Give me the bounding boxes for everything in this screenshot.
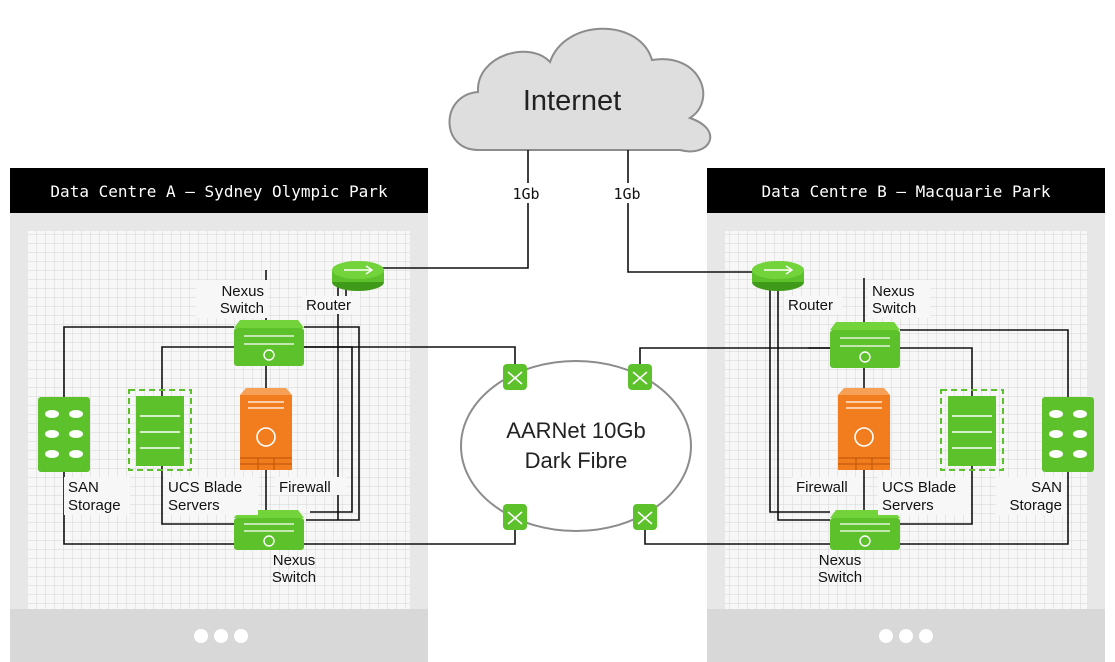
link-speed-left: 1Gb <box>512 185 539 203</box>
switch-icon <box>234 320 304 366</box>
san-a-label-2: Storage <box>68 497 121 514</box>
fibre-node-icon <box>633 504 657 530</box>
san-b-label-2: Storage <box>1009 497 1062 514</box>
panel-b-title: Data Centre B – Macquarie Park <box>762 182 1051 201</box>
fibre-node-icon <box>503 364 527 390</box>
nexus-top-a-label-2: Switch <box>220 300 264 317</box>
fibre-node-icon <box>503 504 527 530</box>
switch-icon <box>830 322 900 368</box>
switch-icon <box>830 510 900 550</box>
nexus-bottom-b-label-1: Nexus <box>819 552 862 569</box>
san-b-label-1: SAN <box>1031 479 1062 496</box>
cloud-icon <box>448 27 712 153</box>
nexus-bottom-b-label-2: Switch <box>818 569 862 586</box>
dc-b-wires <box>639 278 1069 545</box>
san-a-label-1: SAN <box>68 479 99 496</box>
router-a-label: Router <box>306 297 351 314</box>
internet-cloud: Internet <box>448 27 712 153</box>
storage-icon <box>38 397 90 472</box>
firewall-icon <box>240 388 292 470</box>
dark-fibre-ring: AARNet 10Gb Dark Fibre <box>460 360 692 532</box>
fibre-label-line2: Dark Fibre <box>525 448 628 473</box>
router-icon <box>332 261 384 291</box>
server-icon <box>940 389 1004 471</box>
fibre-label-line1: AARNet 10Gb <box>506 418 645 443</box>
fibre-node-icon <box>628 364 652 390</box>
nexus-top-b-label-1: Nexus <box>872 283 915 300</box>
internet-label: Internet <box>523 85 621 117</box>
router-icon <box>752 261 804 291</box>
nexus-bottom-a-label-2: Switch <box>272 569 316 586</box>
panel-a-dots <box>194 629 248 643</box>
panel-a-header <box>10 168 428 213</box>
panel-b-dots <box>879 629 933 643</box>
server-icon <box>128 389 192 471</box>
dc-a-labels: Nexus Switch Router SAN Storage UCS Blad… <box>64 280 360 586</box>
nexus-top-b-label-2: Switch <box>872 300 916 317</box>
firewall-a-label: Firewall <box>279 479 331 496</box>
uplink-wires <box>381 150 752 273</box>
nexus-bottom-a-label-1: Nexus <box>273 552 316 569</box>
ucs-a-label-2: Servers <box>168 497 220 514</box>
panel-a-title: Data Centre A – Sydney Olympic Park <box>50 182 388 201</box>
dc-b-labels: Router Nexus Switch Firewall UCS Blade S… <box>784 280 1066 586</box>
nexus-top-a-label-1: Nexus <box>221 283 264 300</box>
switch-icon <box>234 510 304 550</box>
storage-icon <box>1042 397 1094 472</box>
router-b-label: Router <box>788 297 833 314</box>
ucs-b-label-1: UCS Blade <box>882 479 956 496</box>
ucs-a-label-1: UCS Blade <box>168 479 242 496</box>
firewall-icon <box>838 388 890 470</box>
ucs-b-label-2: Servers <box>882 497 934 514</box>
firewall-b-label: Firewall <box>796 479 848 496</box>
panel-b-header <box>707 168 1105 213</box>
data-centre-b-panel: Data Centre B – Macquarie Park <box>707 168 1105 662</box>
link-speed-right: 1Gb <box>613 185 640 203</box>
